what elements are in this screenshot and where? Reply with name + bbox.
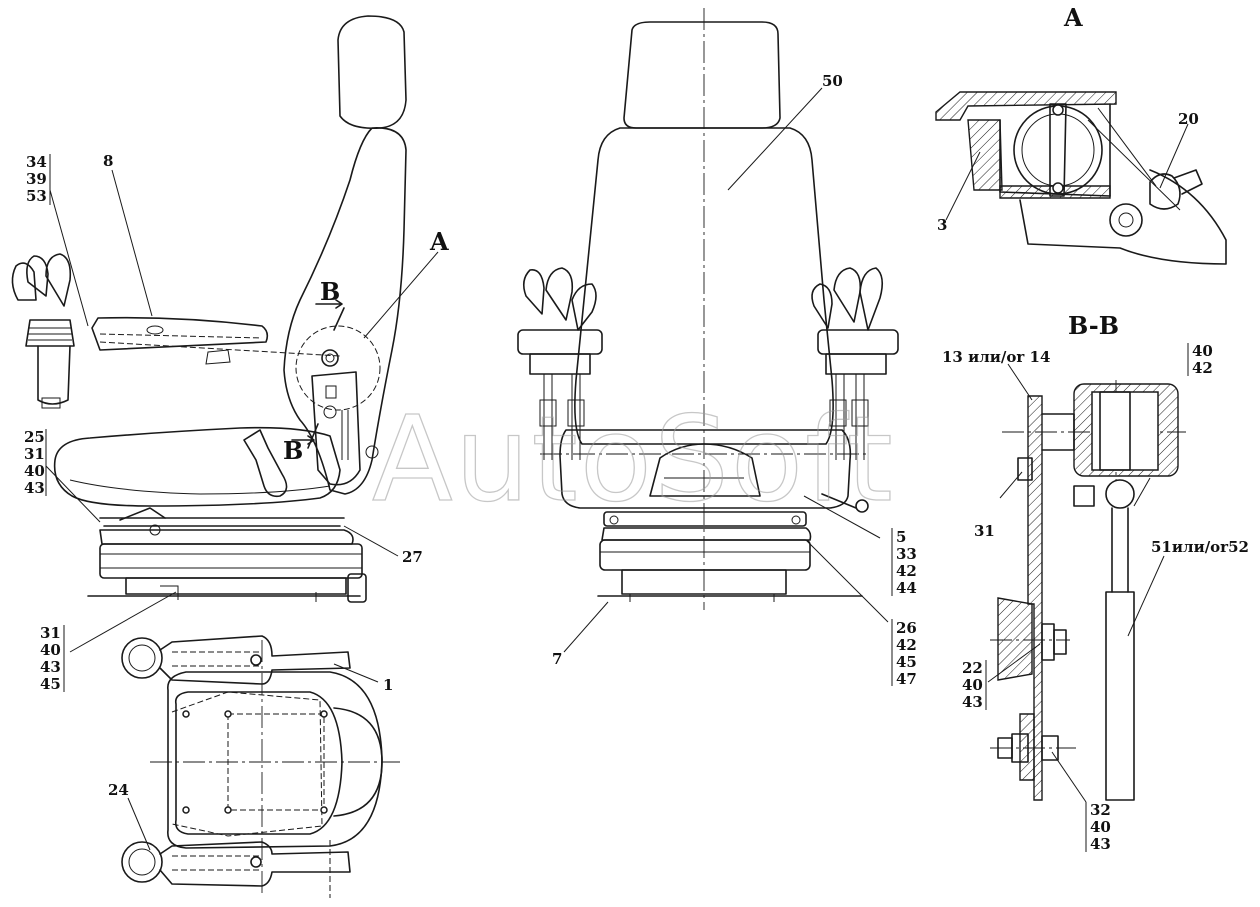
callout-24: 24 (108, 781, 129, 799)
callout-43b: 43 (40, 658, 61, 676)
callout-13-or-14: 13 или/or 14 (942, 348, 1050, 366)
detail-a-view (935, 91, 1227, 265)
front-view (517, 8, 899, 610)
callout-42a: 42 (896, 562, 917, 580)
front-height-lever (821, 493, 857, 509)
leader-lines (45, 87, 1189, 851)
callout-40e: 40 (1090, 818, 1111, 836)
side-armrest (91, 316, 269, 351)
callout-7: 7 (552, 650, 562, 668)
view-title-bb: B-B (1068, 311, 1119, 340)
callout-3: 3 (937, 216, 947, 234)
pivot-knob (321, 349, 339, 367)
callout-5: 5 (896, 528, 906, 546)
section-cut-lower (307, 423, 319, 449)
side-suspension-base (99, 543, 363, 579)
front-headrest (623, 21, 781, 129)
callout-26: 26 (896, 619, 917, 637)
side-headrest (337, 15, 407, 130)
detail-a-circle (295, 325, 381, 411)
side-view (11, 15, 407, 603)
front-backrest (574, 127, 834, 445)
front-suspension-base (599, 539, 811, 571)
recline-lever (243, 429, 288, 498)
top-seat-outline (167, 671, 383, 849)
callout-8: 8 (103, 152, 113, 170)
callout-32: 32 (1090, 801, 1111, 819)
callout-53: 53 (26, 187, 47, 205)
callout-51-or-52: 51или/or52 (1151, 538, 1249, 556)
callout-43d: 43 (962, 693, 983, 711)
callout-34: 34 (26, 153, 47, 171)
callout-labels: 34 39 53 8 A B B 25 31 40 43 27 31 40 43… (24, 3, 1249, 853)
callout-43e: 43 (1090, 835, 1111, 853)
front-right-armrest (811, 267, 899, 460)
front-left-armrest (517, 267, 603, 460)
side-joystick (11, 253, 75, 409)
callout-42c: 42 (1192, 359, 1213, 377)
callout-40d: 40 (962, 676, 983, 694)
section-bb-view (990, 380, 1186, 801)
callout-a-main: A (429, 227, 449, 256)
side-cushion (53, 426, 341, 507)
front-cushion (559, 429, 852, 509)
side-slide-rails (99, 517, 345, 527)
callout-31a: 31 (24, 445, 45, 463)
callout-50: 50 (822, 72, 843, 90)
callout-b-upper: B (320, 277, 340, 306)
callout-47: 47 (896, 670, 917, 688)
callout-25: 25 (24, 428, 45, 446)
callout-20: 20 (1178, 110, 1199, 128)
top-view (121, 635, 400, 898)
callout-40c: 40 (1192, 342, 1213, 360)
callout-40a: 40 (24, 462, 45, 480)
side-backrest (283, 127, 407, 495)
callout-39: 39 (26, 170, 47, 188)
callout-33: 33 (896, 545, 917, 563)
callout-42b: 42 (896, 636, 917, 654)
callout-45c: 45 (896, 653, 917, 671)
callout-1: 1 (383, 676, 393, 694)
top-armrest-lower (121, 840, 351, 898)
front-slide-rail (603, 511, 807, 527)
callout-40b: 40 (40, 641, 61, 659)
section-cut-upper (333, 307, 345, 331)
callout-44: 44 (896, 579, 917, 597)
watermark: AutoSoft (372, 390, 895, 528)
callout-31c: 31 (974, 522, 995, 540)
top-armrest-upper (121, 635, 351, 685)
view-title-a: A (1063, 3, 1083, 32)
callout-22: 22 (962, 659, 983, 677)
callout-45b: 45 (40, 675, 61, 693)
callout-31b: 31 (40, 624, 61, 642)
callout-b-lower: B (283, 436, 303, 465)
callout-27: 27 (402, 548, 423, 566)
callout-43a: 43 (24, 479, 45, 497)
